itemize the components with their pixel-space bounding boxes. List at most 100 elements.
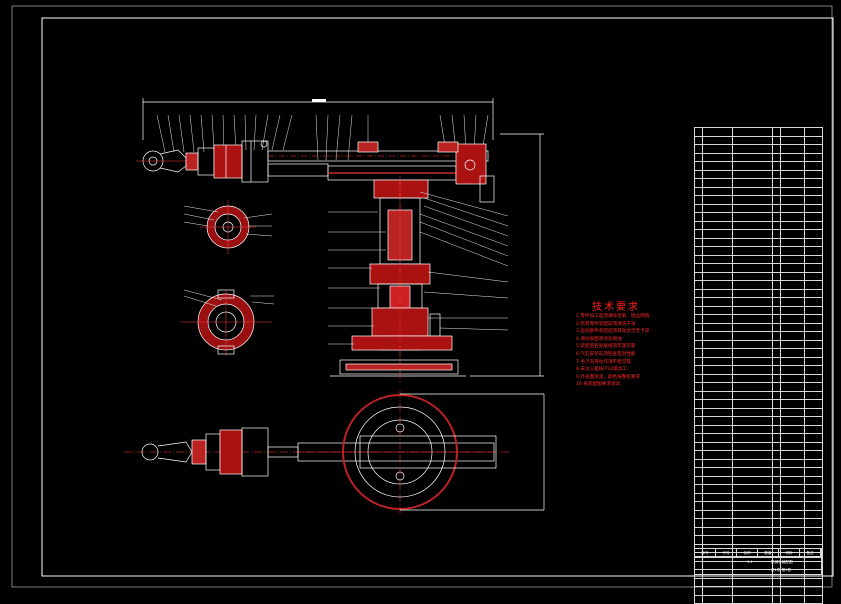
bom-cell — [702, 305, 733, 315]
bom-cell — [732, 441, 773, 451]
bom-cell — [772, 237, 781, 247]
bom-cell — [780, 195, 805, 205]
bom-cell — [772, 331, 781, 341]
bom-cell — [804, 127, 823, 137]
top-view — [124, 390, 545, 514]
bom-cell — [732, 535, 773, 545]
bom-cell — [780, 178, 805, 188]
bom-cell — [780, 407, 805, 417]
bom-row — [694, 373, 823, 383]
bom-header-cell: 备注 — [800, 549, 821, 556]
bom-row — [694, 365, 823, 375]
bom-row — [694, 390, 823, 400]
bom-row — [694, 152, 823, 162]
bom-cell — [780, 305, 805, 315]
bom-cell — [732, 509, 773, 519]
bom-cell — [780, 186, 805, 196]
bom-cell — [702, 458, 733, 468]
bom-cell — [772, 467, 781, 477]
bom-cell — [694, 382, 703, 392]
bom-cell — [694, 271, 703, 281]
bom-cell — [804, 484, 823, 494]
bom-cell — [780, 416, 805, 426]
bom-cell — [732, 390, 773, 400]
bom-cell — [732, 526, 773, 536]
bom-cell — [772, 339, 781, 349]
bom-cell — [780, 509, 805, 519]
bom-cell — [694, 356, 703, 366]
bom-cell — [702, 280, 733, 290]
bom-cell — [694, 535, 703, 545]
bom-cell — [772, 577, 781, 587]
bom-cell — [694, 339, 703, 349]
bom-cell — [804, 144, 823, 154]
bill-of-materials: 序号代号名称数量材料备注 机械手装配图 1:1 共1张 第1张 — [694, 127, 823, 604]
bom-cell — [694, 127, 703, 137]
bom-cell — [702, 195, 733, 205]
bom-cell — [702, 526, 733, 536]
bom-cell — [694, 263, 703, 273]
bom-cell — [702, 577, 733, 587]
bom-cell — [732, 492, 773, 502]
bom-cell — [772, 441, 781, 451]
bom-cell — [772, 492, 781, 502]
bom-row — [694, 382, 823, 392]
bom-row — [694, 144, 823, 154]
bom-cell — [780, 356, 805, 366]
bom-cell — [732, 475, 773, 485]
bom-cell — [732, 127, 773, 137]
bom-cell — [780, 492, 805, 502]
bom-cell — [694, 169, 703, 179]
section-detail-b — [180, 289, 275, 356]
bom-row — [694, 535, 823, 545]
bom-cell — [772, 348, 781, 358]
bom-row — [694, 314, 823, 324]
bom-cell — [804, 535, 823, 545]
bom-row — [694, 416, 823, 426]
sheet-outer-border — [11, 5, 833, 588]
bom-cell — [694, 229, 703, 239]
bom-cell — [694, 297, 703, 307]
bom-cell — [772, 220, 781, 230]
bom-cell — [804, 280, 823, 290]
bom-cell — [804, 271, 823, 281]
bom-cell — [732, 186, 773, 196]
bom-cell — [732, 314, 773, 324]
bom-header-cell: 名称 — [737, 549, 758, 556]
bom-row — [694, 127, 823, 137]
bom-cell — [772, 212, 781, 222]
bom-cell — [732, 518, 773, 528]
bom-cell — [780, 339, 805, 349]
bom-cell — [772, 594, 781, 604]
bom-cell — [694, 186, 703, 196]
bom-cell — [772, 526, 781, 536]
technical-note: 6.气缸安装前须检查密封性能 — [576, 351, 636, 357]
bom-cell — [732, 594, 773, 604]
bom-cell — [694, 373, 703, 383]
bom-row — [694, 509, 823, 519]
bom-cell — [804, 390, 823, 400]
bom-cell — [772, 416, 781, 426]
bom-row — [694, 322, 823, 332]
bom-cell — [772, 229, 781, 239]
bom-cell — [804, 135, 823, 145]
bom-cell — [804, 365, 823, 375]
bom-cell — [732, 339, 773, 349]
bom-row — [694, 518, 823, 528]
bom-cell — [694, 492, 703, 502]
bom-cell — [780, 280, 805, 290]
technical-note: 9.外表面涂漆，颜色按整机要求 — [576, 374, 641, 380]
bom-cell — [772, 246, 781, 256]
technical-note: 10.按装配图要求调试 — [576, 382, 621, 388]
bom-cell — [702, 271, 733, 281]
bom-cell — [804, 424, 823, 434]
bom-cell — [694, 416, 703, 426]
bom-cell — [772, 382, 781, 392]
bom-cell — [694, 305, 703, 315]
bom-cell — [804, 518, 823, 528]
bom-cell — [732, 246, 773, 256]
bom-cell — [702, 246, 733, 256]
bom-cell — [780, 220, 805, 230]
bom-row — [694, 441, 823, 451]
